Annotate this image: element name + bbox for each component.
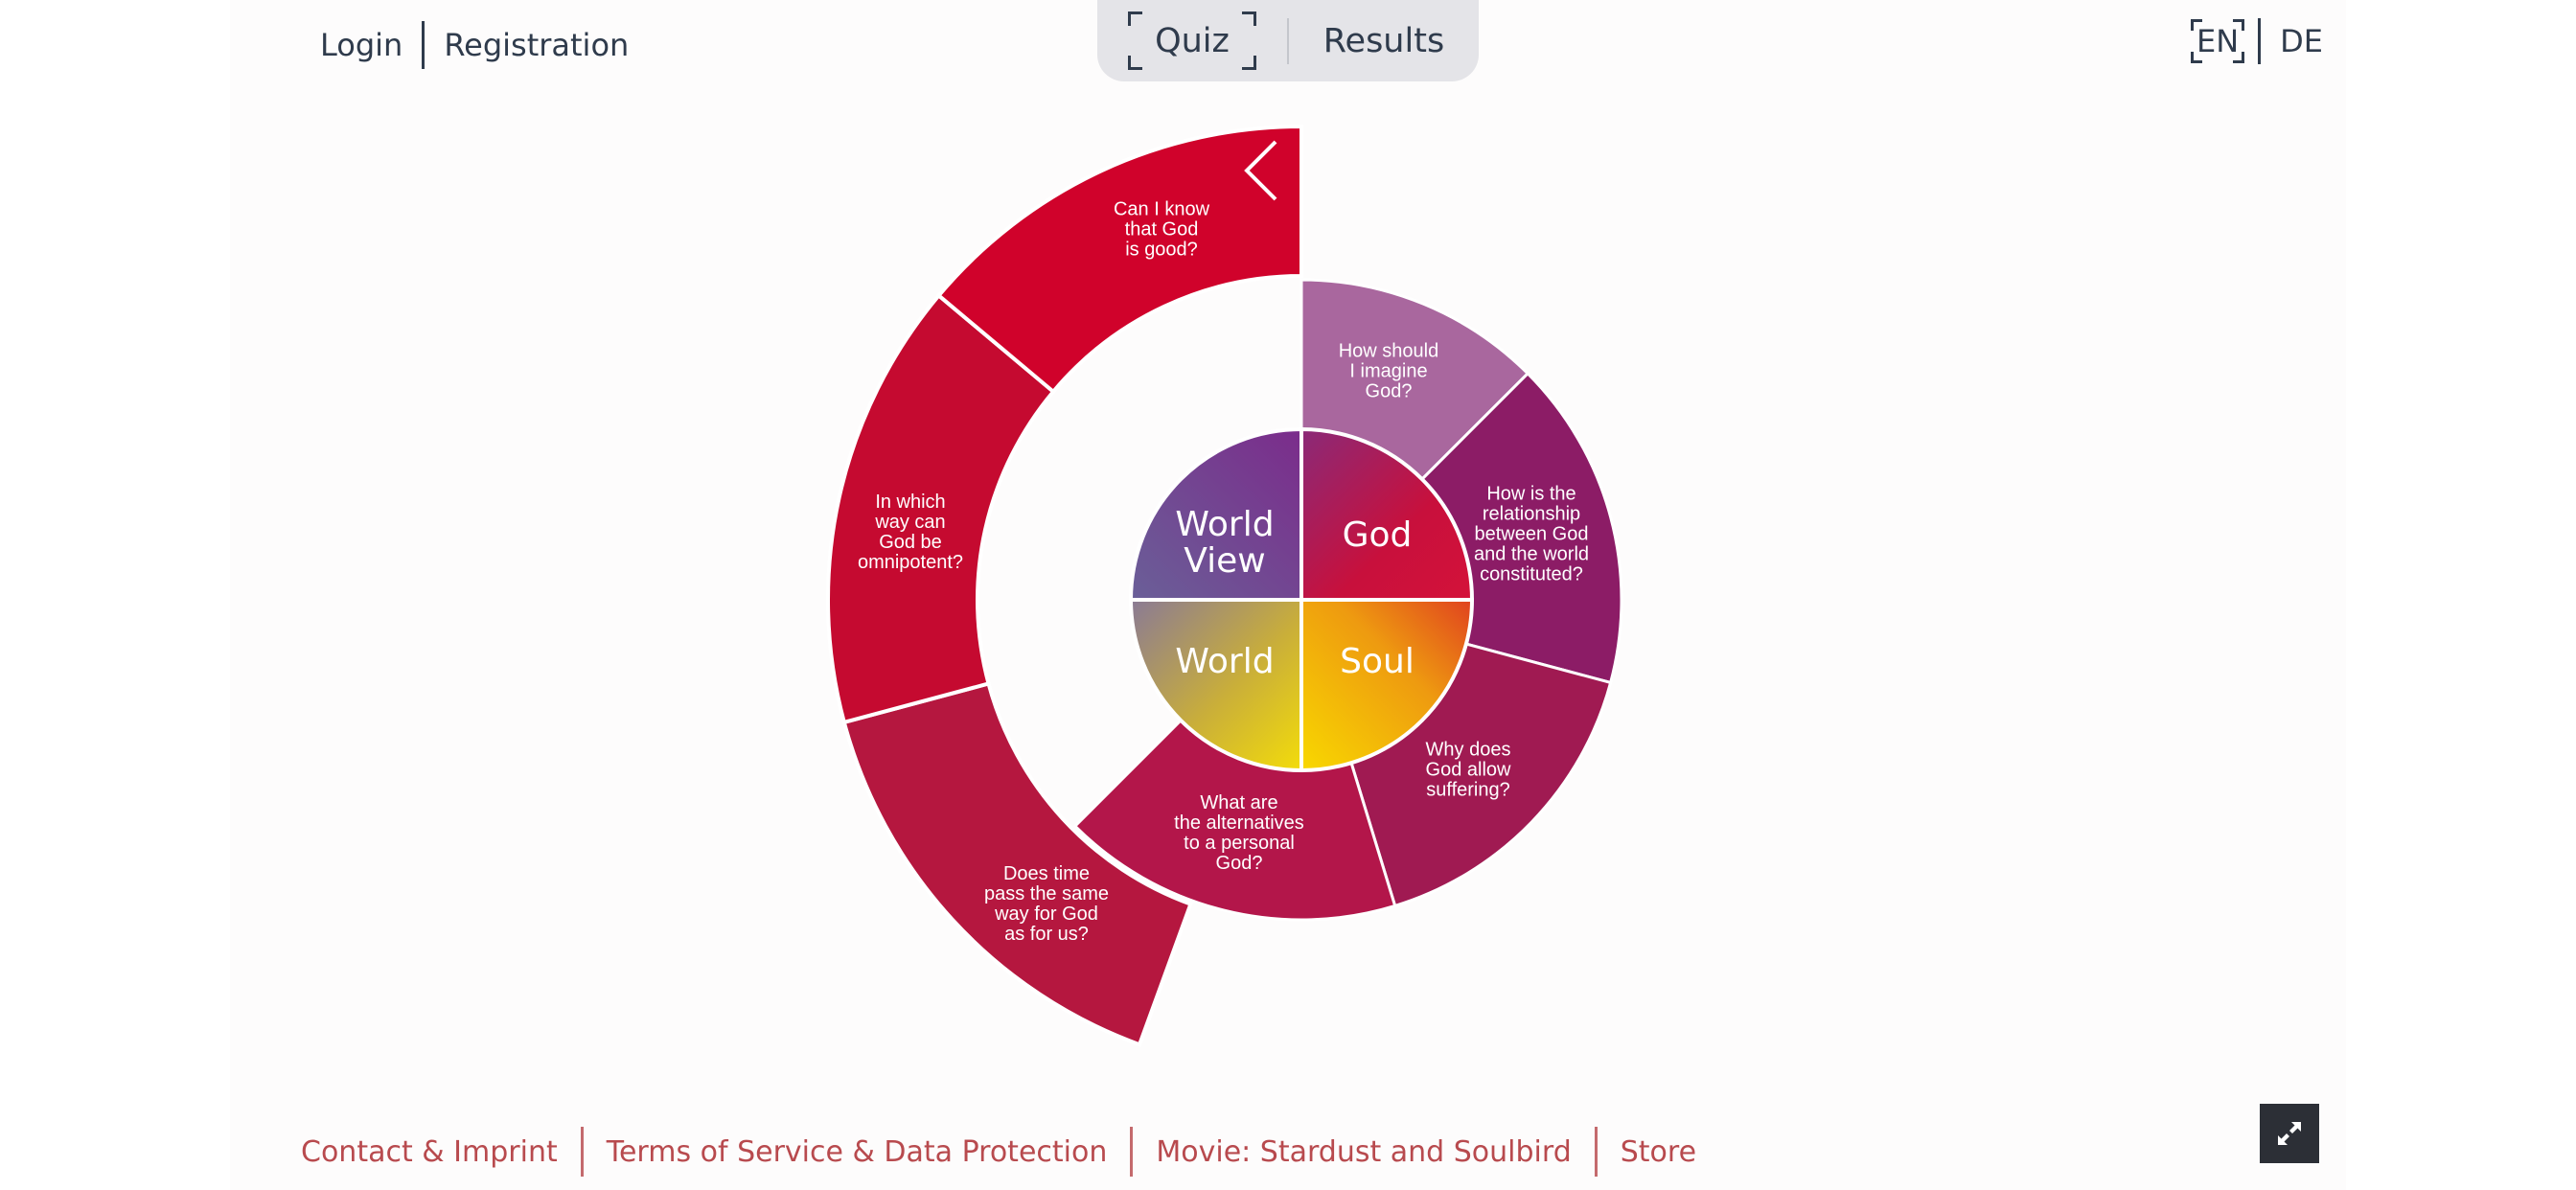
category-world-view[interactable]: [1128, 426, 1303, 602]
login-link[interactable]: Login: [320, 27, 403, 63]
divider: [1130, 1127, 1134, 1177]
language-de[interactable]: DE: [2274, 23, 2329, 59]
selection-bracket: [1128, 11, 1142, 26]
selection-bracket: [2233, 19, 2245, 31]
selection-bracket: [1242, 11, 1256, 26]
language-en-label: EN: [2196, 23, 2240, 59]
outer-question-segment[interactable]: [935, 124, 1303, 395]
selection-bracket: [1242, 56, 1256, 70]
registration-link[interactable]: Registration: [444, 27, 630, 63]
category-label: God: [1343, 515, 1413, 555]
tab-results[interactable]: Results: [1289, 0, 1479, 81]
selection-bracket: [1128, 56, 1142, 70]
footer-link-contact[interactable]: Contact & Imprint: [301, 1134, 558, 1169]
divider: [422, 21, 426, 69]
tab-divider: [1287, 17, 1289, 64]
footer: Contact & Imprint Terms of Service & Dat…: [301, 1127, 1696, 1177]
footer-link-movie[interactable]: Movie: Stardust and Soulbird: [1156, 1134, 1572, 1169]
expand-icon: [2278, 1122, 2301, 1145]
category-label: Soul: [1340, 642, 1414, 681]
auth-links: Login Registration: [320, 21, 629, 69]
tab-quiz[interactable]: Quiz: [1097, 0, 1287, 81]
divider: [580, 1127, 584, 1177]
selection-bracket: [2191, 19, 2202, 31]
divider: [1594, 1127, 1598, 1177]
divider: [2258, 18, 2262, 64]
language-de-label: DE: [2280, 23, 2324, 59]
category-world[interactable]: [1128, 598, 1303, 773]
category-label: World: [1175, 642, 1274, 681]
main-tabs: Quiz Results: [1097, 0, 1479, 81]
fullscreen-button[interactable]: [2260, 1104, 2319, 1163]
footer-link-terms[interactable]: Terms of Service & Data Protection: [606, 1134, 1108, 1169]
selection-bracket: [2191, 52, 2202, 63]
selection-bracket: [2233, 52, 2245, 63]
language-switch: EN DE: [2191, 17, 2329, 65]
tab-results-label: Results: [1322, 21, 1445, 60]
chevron-left-icon[interactable]: [1244, 140, 1277, 201]
tab-quiz-label: Quiz: [1155, 21, 1230, 60]
language-en[interactable]: EN: [2191, 19, 2245, 63]
category-soul[interactable]: [1300, 598, 1475, 773]
category-god[interactable]: [1300, 426, 1475, 602]
footer-link-store[interactable]: Store: [1620, 1134, 1697, 1169]
